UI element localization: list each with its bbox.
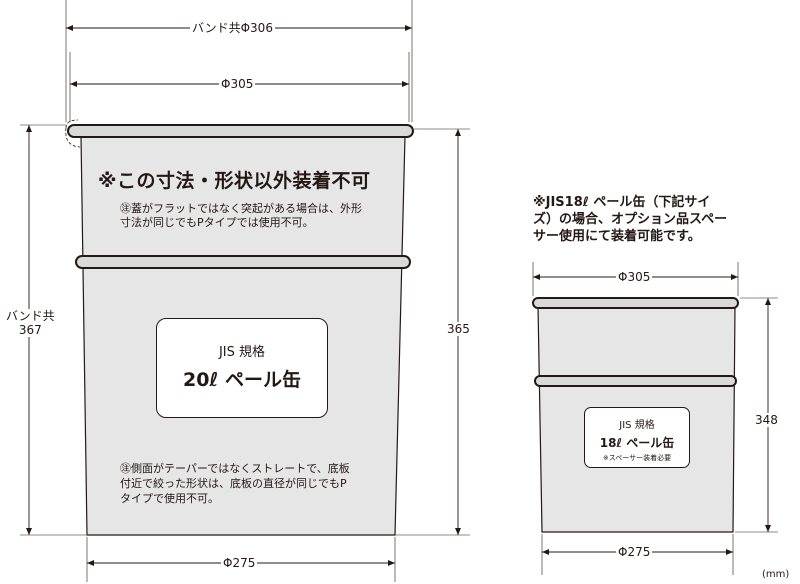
lid-dashed-outline xyxy=(65,119,81,148)
outer-diameter-label: Φ305 xyxy=(219,77,256,91)
jis18-spacer-note: ※スペーサー装着必要 xyxy=(602,454,672,462)
small-height-label: 348 xyxy=(753,413,780,427)
jis20-standard-text: JIS 規格 xyxy=(218,345,266,360)
band-height-label-line1: バンド共 xyxy=(6,309,55,323)
jis18-pail-text: 18ℓ ペール缶 xyxy=(599,436,675,450)
height-label: 365 xyxy=(445,322,472,336)
band-height-label: バンド共 367 xyxy=(4,309,57,337)
unit-label: (mm) xyxy=(762,569,790,580)
band-height-label-line2: 367 xyxy=(18,323,42,337)
side-note: ㊟側面がテーパーではなくストレートで、底板 付近で絞った形状は、底板の直径が同じ… xyxy=(120,461,350,506)
jis18-heading-line3: サー使用にて装着可能です。 xyxy=(533,229,701,244)
jis18-heading-line2: ズ）の場合、オプション品スペー xyxy=(533,212,728,227)
lid-note-line1: ㊟蓋がフラットではなく突起がある場合は、外形 xyxy=(120,202,362,215)
band-diameter-label: バンド共Φ306 xyxy=(190,21,275,35)
side-note-line1: ㊟側面がテーパーではなくストレートで、底板 xyxy=(120,462,350,475)
small-bottom-diameter-label: Φ275 xyxy=(616,545,653,559)
jis20-label-box: JIS 規格 20ℓ ペール缶 xyxy=(156,318,328,418)
side-note-line2: 付近で絞った形状は、底板の直径が同じでもP xyxy=(120,477,347,490)
jis20-pail-text: 20ℓ ペール缶 xyxy=(182,369,302,391)
jis18-heading-line1: ※JIS18ℓ ペール缶（下記サイ xyxy=(533,195,711,210)
small-top-diameter-label: Φ305 xyxy=(616,270,653,284)
side-note-line3: タイプで使用不可。 xyxy=(120,492,219,505)
warning-title: ※この寸法・形状以外装着不可 xyxy=(98,170,371,192)
jis18-standard-text: JIS 規格 xyxy=(619,420,655,431)
jis18-label-box: JIS 規格 18ℓ ペール缶 ※スペーサー装着必要 xyxy=(584,407,690,468)
jis18-heading: ※JIS18ℓ ペール缶（下記サイ ズ）の場合、オプション品スペー サー使用にて… xyxy=(533,194,727,245)
bottom-diameter-label: Φ275 xyxy=(221,556,258,570)
lid-note: ㊟蓋がフラットではなく突起がある場合は、外形 寸法が同じでもPタイプでは使用不可… xyxy=(120,202,362,230)
lid-note-line2: 寸法が同じでもPタイプでは使用不可。 xyxy=(120,216,314,229)
